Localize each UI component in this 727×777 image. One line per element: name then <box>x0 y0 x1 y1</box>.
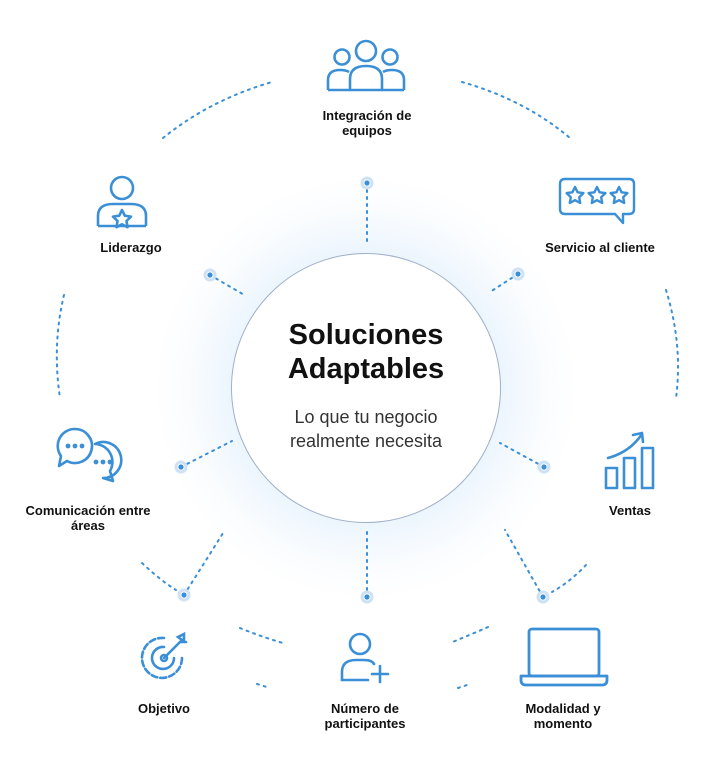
label-objetivo: Objetivo <box>137 701 191 716</box>
target-icon <box>138 630 190 682</box>
ring-arc-bottom-left <box>239 627 284 644</box>
ring-arc-top-left <box>162 81 273 139</box>
label-modalidad: Modalidad y momento <box>525 701 601 731</box>
growth-chart-icon <box>602 430 658 492</box>
chat-bubbles-icon <box>55 426 123 484</box>
review-stars-icon <box>557 175 637 227</box>
laptop-icon <box>519 626 609 688</box>
ring-arc-right <box>665 289 680 399</box>
center-circle <box>231 253 501 523</box>
connector-servicio <box>489 273 519 293</box>
leader-star-icon <box>95 174 149 230</box>
add-user-icon <box>338 630 394 686</box>
ring-arc-bottom-right <box>449 626 489 644</box>
center-title: Soluciones Adaptables <box>287 319 445 385</box>
center-subtitle: Lo que tu negocio realmente necesita <box>289 407 443 451</box>
label-liderazgo: Liderazgo <box>100 240 162 255</box>
team-icon <box>325 38 407 94</box>
connector-modalidad <box>504 529 544 598</box>
label-comunicacion: Comunicación entre áreas <box>25 503 151 533</box>
connector-comunicacion <box>180 440 233 468</box>
connector-liderazgo <box>209 274 247 297</box>
ring-arc-lower-right <box>551 564 587 593</box>
connector-objetivo <box>183 529 226 596</box>
label-ventas: Ventas <box>609 503 651 518</box>
ring-arc-lower-left <box>141 562 177 591</box>
label-integracion: Integración de equipos <box>322 108 412 138</box>
label-participantes: Número de participantes <box>324 701 406 731</box>
ring-arc-bottom-left-small <box>256 683 271 689</box>
connector-ventas <box>499 442 545 468</box>
label-servicio: Servicio al cliente <box>545 240 655 255</box>
ring-arc-bottom-right-small <box>457 683 471 689</box>
ring-arc-left <box>55 294 65 399</box>
ring-arc-top-right <box>461 81 571 139</box>
